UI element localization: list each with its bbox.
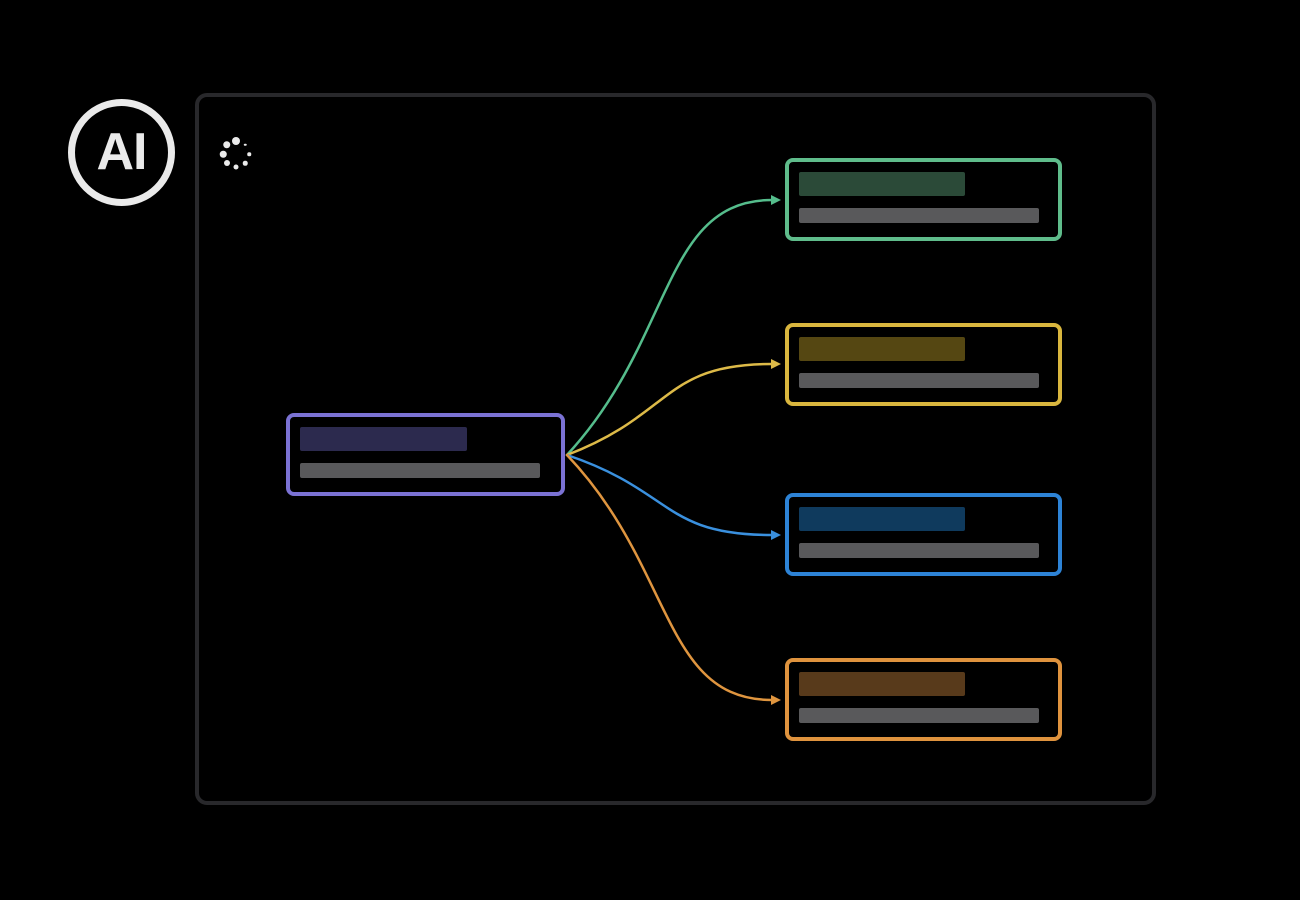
spinner-dot — [243, 143, 247, 147]
skeleton-title-bar — [799, 672, 965, 696]
skeleton-title-bar — [799, 337, 965, 361]
branch-node-4[interactable] — [785, 658, 1062, 741]
branch-node-2[interactable] — [785, 323, 1062, 406]
root-topic-node[interactable] — [286, 413, 565, 496]
spinner-dot — [242, 160, 248, 166]
spinner-dot — [219, 150, 227, 158]
skeleton-subtitle-bar — [799, 373, 1039, 388]
spinner-dot — [233, 164, 239, 170]
skeleton-subtitle-bar — [799, 543, 1039, 558]
spinner-dot — [232, 137, 240, 145]
skeleton-title-bar — [300, 427, 467, 451]
ai-logo: AI — [68, 99, 175, 206]
skeleton-subtitle-bar — [300, 463, 540, 478]
spinner-dot — [247, 152, 251, 156]
skeleton-subtitle-bar — [799, 708, 1039, 723]
branch-node-1[interactable] — [785, 158, 1062, 241]
skeleton-title-bar — [799, 172, 965, 196]
skeleton-subtitle-bar — [799, 208, 1039, 223]
spinner-dot — [223, 160, 230, 167]
ai-logo-label: AI — [96, 122, 148, 181]
loading-spinner-icon — [214, 132, 258, 176]
branch-node-3[interactable] — [785, 493, 1062, 576]
spinner-dot — [223, 141, 231, 149]
skeleton-title-bar — [799, 507, 965, 531]
